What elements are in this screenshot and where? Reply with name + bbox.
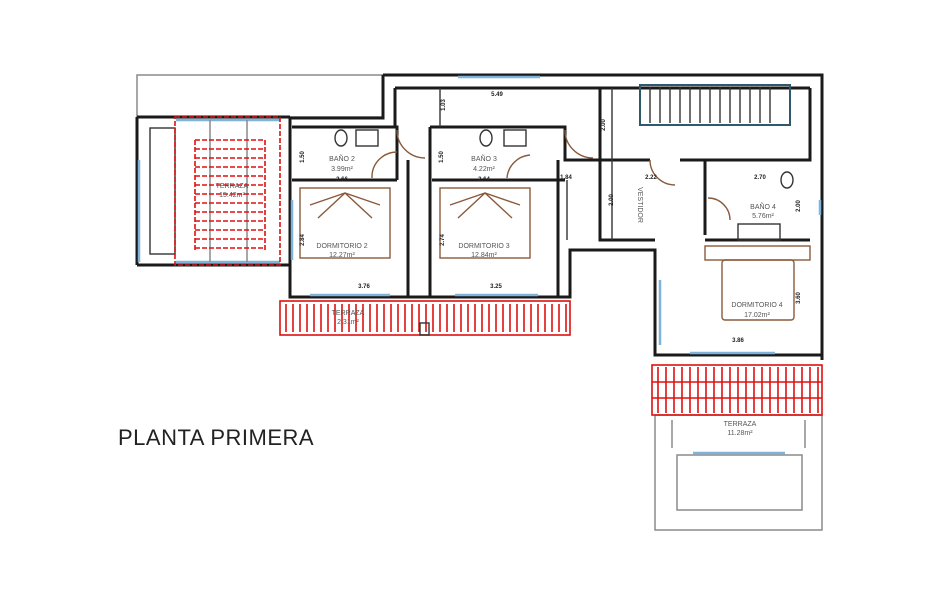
bano4-name: BAÑO 4 bbox=[750, 202, 776, 211]
dormitorio2-name: DORMITORIO 2 bbox=[316, 243, 367, 250]
doors bbox=[371, 129, 731, 221]
windows bbox=[290, 75, 822, 455]
dim: 2.00 bbox=[609, 194, 615, 206]
dim: 1.03 bbox=[441, 99, 447, 111]
dim: 1.50 bbox=[439, 151, 445, 163]
terrace-mid bbox=[279, 300, 571, 336]
dim: 2.70 bbox=[754, 175, 766, 181]
terraza-right-area: 11.28m² bbox=[727, 430, 753, 437]
terraza-mid-area: 2.31m² bbox=[337, 319, 359, 326]
plan-title: PLANTA PRIMERA bbox=[118, 425, 314, 450]
dormitorio2-area: 12.27m² bbox=[329, 252, 355, 259]
dim: 2.74 bbox=[440, 234, 446, 246]
dim: 1.50 bbox=[300, 151, 306, 163]
dim: 2.00 bbox=[796, 200, 802, 212]
dim: 3.60 bbox=[796, 292, 802, 304]
bano2-area: 3.99m² bbox=[331, 166, 353, 173]
bano4-area: 5.76m² bbox=[752, 213, 774, 220]
dim: 3.86 bbox=[732, 338, 744, 344]
dim: 2.00 bbox=[601, 119, 607, 131]
dim: 1.84 bbox=[560, 175, 572, 181]
dim: 2.84 bbox=[300, 234, 306, 246]
terraza-right-name: TERRAZA bbox=[724, 421, 757, 428]
terraza-left-area: 15.42m² bbox=[219, 192, 245, 199]
bano2-name: BAÑO 2 bbox=[329, 154, 355, 163]
dormitorio4-name: DORMITORIO 4 bbox=[731, 302, 782, 309]
terraza-mid-name: TERRAZA bbox=[332, 310, 365, 317]
terrace-left bbox=[135, 115, 290, 267]
dim: 3.76 bbox=[358, 284, 370, 290]
dim: 2.22 bbox=[645, 175, 657, 181]
bano3-name: BAÑO 3 bbox=[471, 154, 497, 163]
vestidor-name: VESTIDOR bbox=[636, 187, 643, 223]
dormitorio3-name: DORMITORIO 3 bbox=[458, 243, 509, 250]
walls bbox=[288, 73, 824, 360]
terraza-left-name: TERRAZA bbox=[216, 183, 249, 190]
stairs bbox=[639, 84, 791, 126]
terrace-right bbox=[651, 364, 823, 448]
bano3-area: 4.22m² bbox=[473, 166, 495, 173]
dim: 5.49 bbox=[491, 92, 503, 98]
dormitorio4-area: 17.02m² bbox=[744, 312, 770, 319]
dormitorio3-area: 12.84m² bbox=[471, 252, 497, 259]
dim: 2.66 bbox=[336, 177, 348, 183]
furniture bbox=[299, 129, 811, 321]
dim: 3.25 bbox=[490, 284, 502, 290]
exterior-outlines bbox=[136, 74, 823, 531]
dim: 2.64 bbox=[478, 177, 490, 183]
